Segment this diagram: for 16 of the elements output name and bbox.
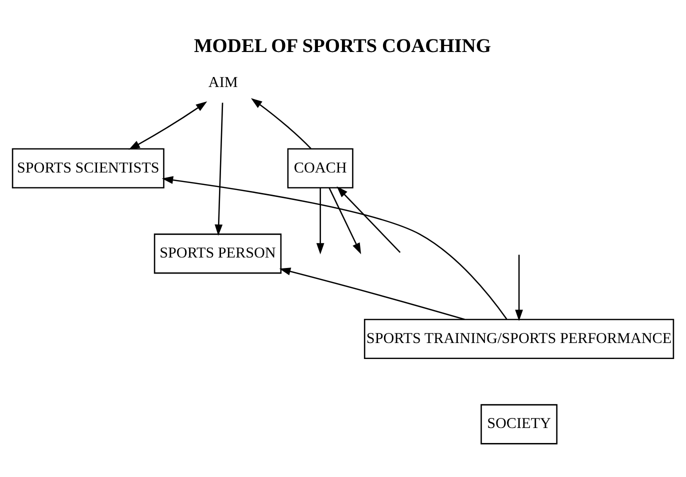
arrow <box>162 176 508 320</box>
node-box: SPORTS PERSON <box>154 234 282 274</box>
node-box: SPORTS TRAINING/SPORTS PERFORMANCE <box>364 318 674 360</box>
node-text: AIM <box>208 74 238 91</box>
node-box: COACH <box>287 148 354 188</box>
arrow <box>279 268 465 320</box>
diagram-title: MODEL OF SPORTS COACHING <box>194 36 491 58</box>
arrow <box>250 98 312 150</box>
arrow <box>328 188 362 254</box>
node-box: SPORTS SCIENTISTS <box>12 148 164 188</box>
arrow <box>316 188 324 254</box>
arrow <box>214 102 224 236</box>
arrow <box>336 186 401 253</box>
arrow <box>128 101 208 150</box>
arrow <box>515 254 523 322</box>
node-box: SOCIETY <box>480 404 558 444</box>
